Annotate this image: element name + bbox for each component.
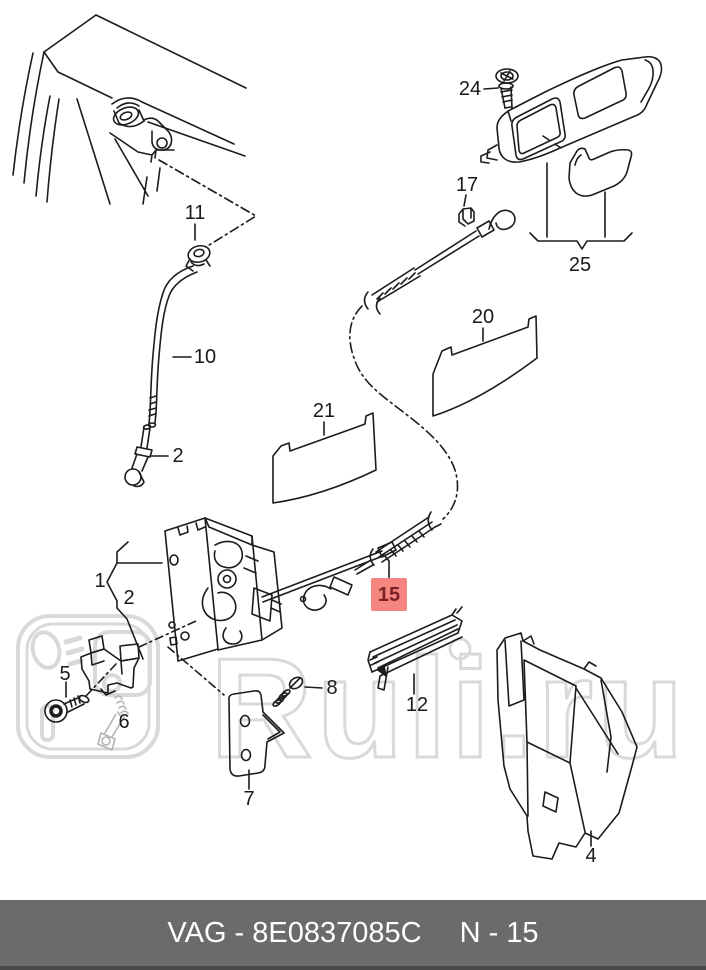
body-cutaway-drawing (12, 14, 257, 248)
leader-dash-frame-to-hook (542, 135, 562, 149)
callout-11[interactable]: 11 (185, 202, 206, 224)
part-5-screw-drawing (44, 663, 117, 723)
lock-rod (261, 550, 384, 603)
callout-2-bottom[interactable]: 2 (123, 587, 134, 609)
part-17-clip-drawing (458, 207, 475, 227)
callout-25[interactable]: 25 (569, 254, 591, 276)
callout-17[interactable]: 17 (456, 174, 478, 196)
part-21-panel-drawing (272, 412, 377, 504)
callout-2-top[interactable]: 2 (172, 445, 183, 467)
part-2-bracket-drawing (80, 635, 140, 696)
footer-bar: VAG - 8E0837085C N - 15 (0, 900, 706, 970)
part-10-rod-drawing (147, 265, 198, 428)
callout-6[interactable]: 6 (118, 711, 129, 733)
part-11-grommet-drawing (185, 244, 211, 272)
cable-routing-dash-curve (349, 305, 459, 520)
leader-8 (304, 686, 323, 689)
callout-24[interactable]: 24 (459, 78, 481, 100)
line-art (12, 14, 663, 860)
callout-8[interactable]: 8 (326, 677, 337, 699)
upper-cable-drawing (349, 207, 516, 520)
brace-25 (529, 232, 633, 250)
leader-dash-bracket-to-lock (138, 620, 197, 648)
part-8-screw-drawing (272, 676, 304, 707)
lock-assembly-drawing (106, 517, 397, 696)
part-15-cable-sheath-drawing (354, 511, 442, 575)
part-12-channel-drawing (367, 606, 463, 691)
leader-lines (65, 87, 592, 847)
part-25-handle-frame-drawing (480, 55, 663, 250)
callout-7[interactable]: 7 (243, 788, 254, 810)
leader-dash-lock-to-cover (167, 646, 225, 696)
part-2-clevis-drawing (124, 424, 153, 488)
leader-dash-body-to-grommet (158, 159, 257, 248)
leader-24 (483, 87, 499, 90)
cable-hook (302, 584, 332, 611)
highlighted-callout-15[interactable]: 15 (371, 578, 407, 611)
callouts: 1 2 2 4 5 6 7 8 10 11 12 17 20 21 24 25 (59, 78, 596, 867)
callout-1[interactable]: 1 (94, 570, 105, 592)
callout-10[interactable]: 10 (194, 346, 216, 368)
leader-17 (463, 194, 467, 207)
part-24-screw-drawing (495, 68, 519, 122)
brace-1-2 (106, 541, 144, 660)
part-20-panel-drawing (432, 315, 538, 417)
watermark-text: Ruli.ru (210, 629, 688, 788)
callout-15[interactable]: 15 (378, 584, 400, 606)
ruli-logo-icon (16, 614, 160, 759)
callout-21[interactable]: 21 (313, 400, 335, 422)
part-7-cover-drawing (228, 690, 285, 777)
callout-5[interactable]: 5 (59, 663, 70, 685)
callout-4[interactable]: 4 (585, 845, 596, 867)
footer-page-code: N - 15 (459, 916, 539, 949)
watermark-ring (448, 637, 472, 661)
part-4-trim-drawing (496, 632, 638, 860)
footer-catalog-code: VAG - 8E0837085C (167, 916, 422, 949)
callout-20[interactable]: 20 (472, 306, 494, 328)
callout-12[interactable]: 12 (406, 694, 428, 716)
part-6-screw-drawing (97, 695, 129, 751)
highlight-badge[interactable] (371, 578, 407, 611)
